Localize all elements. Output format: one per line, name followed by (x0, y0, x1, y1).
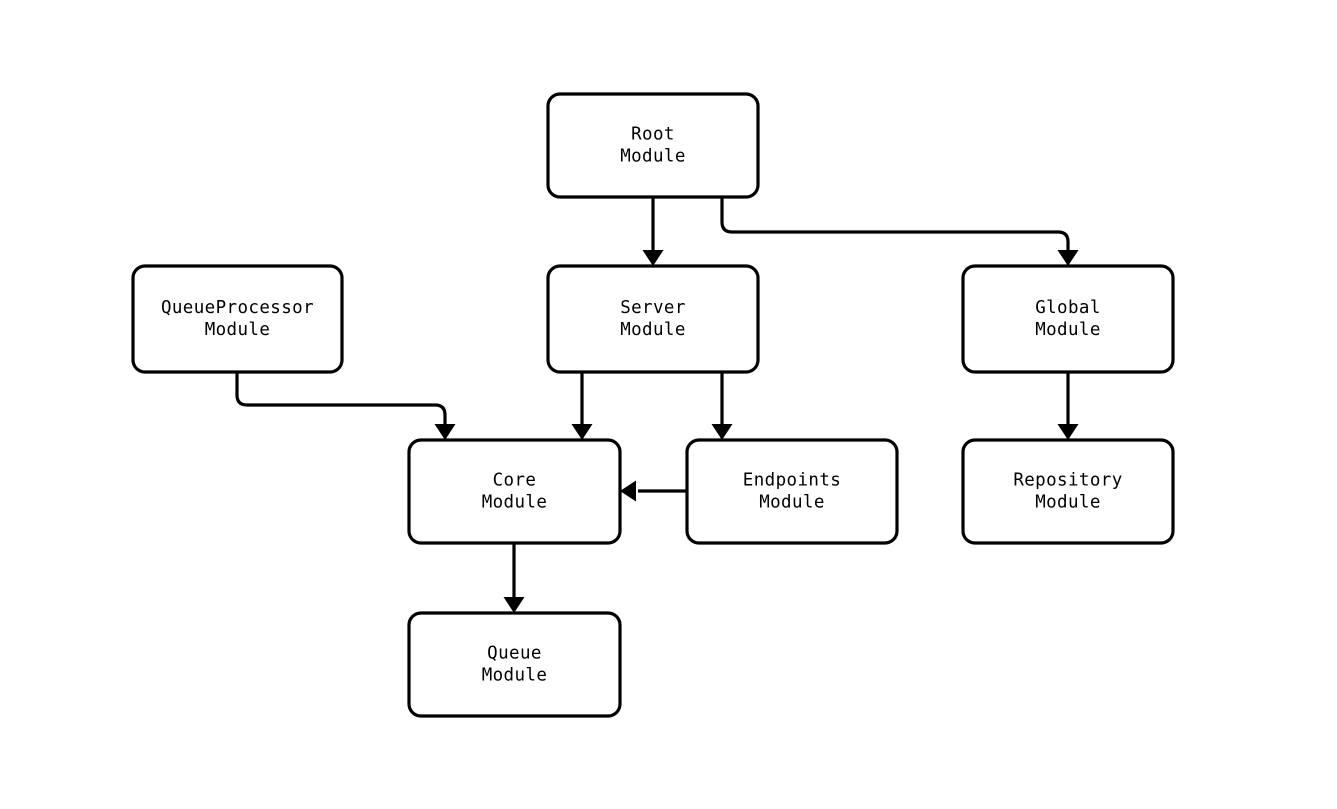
node-label-line2: Module (1035, 493, 1101, 513)
node-label-line1: Core (493, 471, 537, 491)
node-box-global[interactable] (961, 264, 1175, 374)
node-label-line2: Module (620, 147, 686, 167)
edge-root-to-global (720, 197, 1079, 266)
edge-root-to-server (642, 197, 664, 266)
node-label-line1: Global (1035, 298, 1101, 318)
edge-server-to-endpoints (711, 372, 733, 440)
arrow-head-icon (1057, 424, 1079, 440)
edge-server-to-core (571, 372, 593, 440)
node-box-root[interactable] (546, 92, 760, 199)
arrow-head-icon (503, 597, 525, 613)
arrow-head-icon (434, 424, 456, 440)
node-label-line1: QueueProcessor (161, 298, 314, 318)
edge-queueprocessor-to-core (235, 372, 456, 440)
node-label-line2: Module (482, 666, 548, 686)
node-label-line1: Root (631, 125, 675, 145)
node-box-queueprocessor[interactable] (131, 264, 344, 374)
arrow-head-icon (571, 424, 593, 440)
arrow-head-icon (620, 480, 636, 502)
node-box-core[interactable] (407, 438, 622, 545)
node-label-line2: Module (205, 320, 271, 340)
node-box-queue[interactable] (407, 611, 622, 718)
node-label-line2: Module (482, 493, 548, 513)
node-box-repository[interactable] (961, 438, 1175, 545)
arrow-head-icon (642, 250, 664, 266)
edge-line (235, 372, 447, 424)
arrow-head-icon (1057, 250, 1079, 266)
edge-endpoints-to-core (620, 480, 687, 502)
node-box-server[interactable] (546, 264, 760, 374)
node-box-endpoints[interactable] (685, 438, 899, 545)
arrow-head-icon (711, 424, 733, 440)
edges-layer (235, 197, 1079, 613)
node-label-line2: Module (1035, 320, 1101, 340)
node-label-line1: Queue (487, 644, 542, 664)
edge-global-to-repository (1057, 372, 1079, 440)
node-label-line1: Server (620, 298, 686, 318)
node-label-line1: Repository (1013, 471, 1122, 491)
node-label-line2: Module (620, 320, 686, 340)
nodes-layer: RootModuleQueueProcessorModuleServerModu… (131, 92, 1175, 718)
edge-core-to-queue (503, 543, 525, 613)
node-label-line1: Endpoints (743, 471, 841, 491)
node-label-line2: Module (759, 493, 825, 513)
edge-line (720, 197, 1070, 250)
